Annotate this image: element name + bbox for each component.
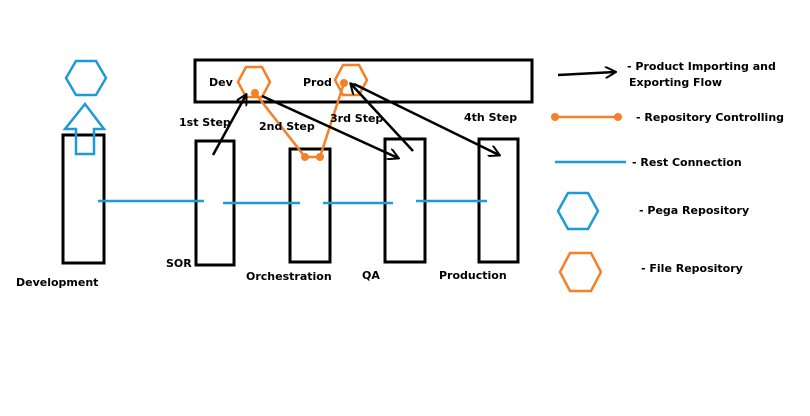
- legend-repo-control-dot: [614, 113, 622, 121]
- repository-dot: [316, 153, 324, 161]
- orchestration-box: [288, 147, 332, 264]
- repository-dot: [340, 79, 348, 87]
- flow-arrow-step4: [353, 82, 499, 155]
- legend-pega-label: - Pega Repository: [639, 204, 749, 217]
- flow-arrow-step3: [351, 84, 414, 152]
- dev-label: Dev: [209, 76, 234, 89]
- legend-file-label: - File Repository: [641, 262, 743, 275]
- step2-label: 2nd Step: [259, 120, 315, 133]
- legend-flow-label: - Product Importing and: [627, 60, 776, 73]
- legend-repo-control-label: - Repository Controlling: [636, 111, 784, 124]
- legend-file-repository-icon: [558, 251, 603, 293]
- orchestration-label: Orchestration: [246, 270, 332, 283]
- production-label: Production: [439, 269, 507, 282]
- legend-pega-repository-icon: [556, 191, 600, 231]
- sor-label: SOR: [166, 257, 192, 270]
- up-arrow-icon: [62, 101, 107, 156]
- repository-dot: [251, 89, 259, 97]
- pega-repository-icon: [64, 59, 108, 97]
- flow-arrow-step2: [261, 94, 398, 158]
- step1-label: 1st Step: [179, 116, 231, 129]
- flow-arrows: [211, 82, 499, 158]
- development-box: [61, 133, 106, 265]
- step3-label: 3rd Step: [330, 112, 383, 125]
- development-label: Development: [16, 276, 98, 289]
- rest-connections: [98, 199, 487, 205]
- prod-file-repository-icon: [333, 63, 369, 97]
- step4-label: 4th Step: [464, 111, 517, 124]
- legend: - Product Importing and Exporting Flow -…: [551, 60, 784, 293]
- qa-label: QA: [362, 269, 380, 282]
- legend-flow-label-continued: Exporting Flow: [629, 76, 722, 89]
- repository-dot: [301, 153, 309, 161]
- prod-label: Prod: [303, 76, 332, 89]
- repository-controlling-line: [254, 82, 346, 159]
- legend-rest-label: - Rest Connection: [632, 156, 742, 169]
- flow-arrow-step1: [211, 95, 246, 156]
- legend-repo-control-dot: [551, 113, 559, 121]
- legend-flow-arrow: [557, 72, 615, 75]
- environment-container: [193, 58, 534, 104]
